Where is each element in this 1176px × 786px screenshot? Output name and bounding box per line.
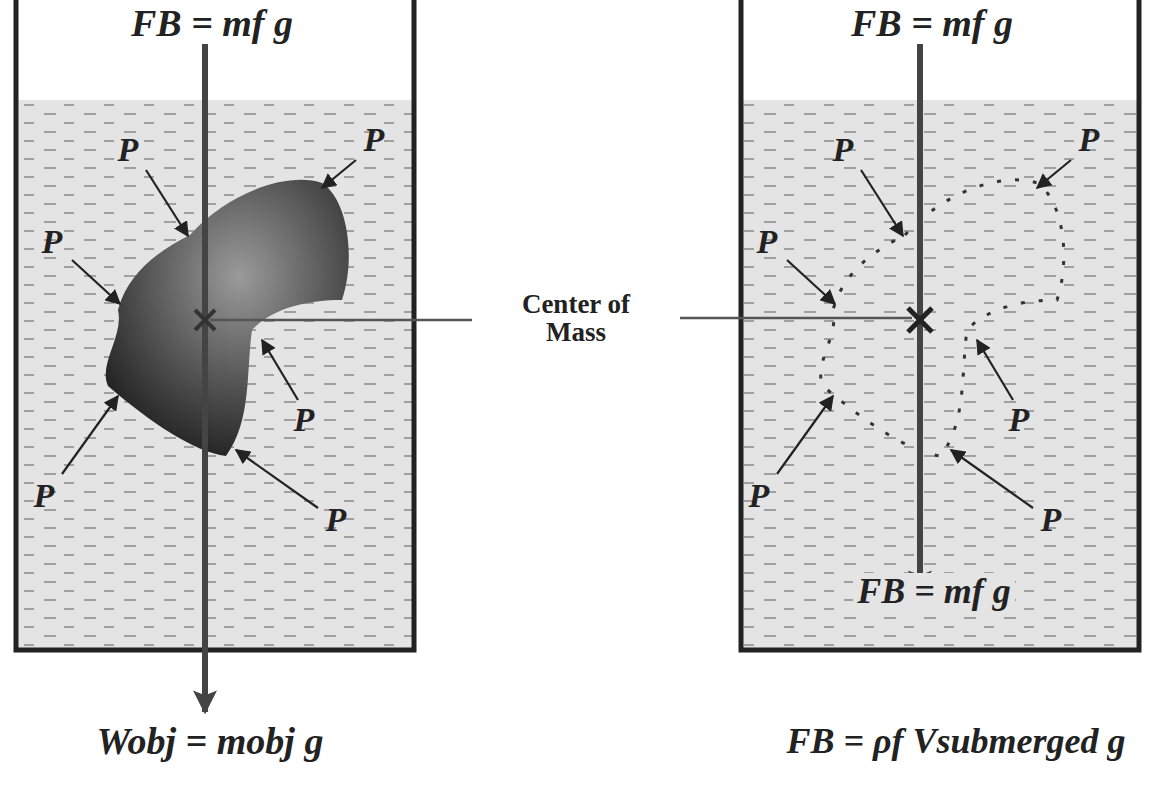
buoyant-force-arrow (917, 8, 923, 320)
pressure-label: P (290, 402, 319, 438)
pressure-label: P (753, 224, 782, 260)
leader-line (680, 317, 912, 320)
weight-arrow (202, 320, 208, 712)
fluid (18, 100, 412, 648)
buoyant-force-arrow (202, 8, 208, 320)
submerged-object (106, 180, 349, 456)
pressure-label: P (1005, 402, 1034, 438)
container (741, 0, 1139, 650)
force-formula: FB = mf g (127, 4, 297, 44)
pressure-arrows (62, 160, 356, 508)
container (16, 0, 414, 650)
center-mark (908, 308, 932, 332)
fluid (743, 100, 1137, 648)
force-formula: FB = mf g (847, 4, 1017, 44)
leader-line (210, 319, 472, 322)
center-of-mass-label: Center of Mass (497, 290, 655, 347)
pressure-label: P (322, 502, 351, 538)
pressure-label: P (30, 478, 59, 514)
force-formula: FB = mf g (853, 573, 1015, 611)
force-formula: Wobj = mobj g (93, 722, 328, 762)
pressure-label: P (1075, 122, 1104, 158)
pressure-label: P (829, 132, 858, 168)
pressure-label: P (1037, 502, 1066, 538)
buoyant-force-arrow (917, 320, 923, 592)
pressure-label: P (114, 132, 143, 168)
pressure-label: P (745, 478, 774, 514)
pressure-label: P (360, 122, 389, 158)
force-formula: FB = ρf Vsubmerged g (782, 723, 1129, 761)
pressure-label: P (38, 224, 67, 260)
pressure-arrows (777, 160, 1071, 508)
